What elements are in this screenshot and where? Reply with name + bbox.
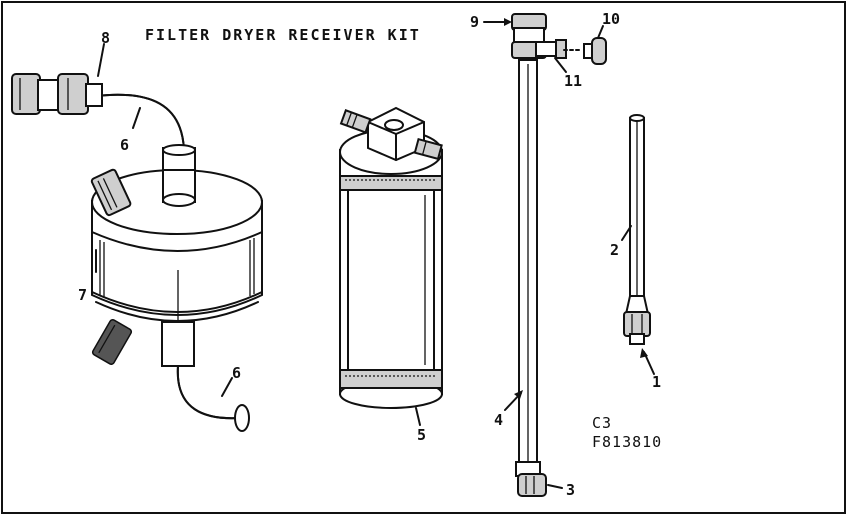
callout-9: 9	[470, 13, 479, 31]
cap-fitting	[563, 37, 607, 65]
callout-8: 8	[101, 29, 110, 47]
callout-7: 7	[78, 286, 87, 304]
callout-5: 5	[417, 426, 426, 444]
diagram-title: FILTER DRYER RECEIVER KIT	[145, 26, 421, 44]
pipe-assembly	[511, 13, 567, 497]
callout-6-lower: 6	[232, 364, 241, 382]
part-ref-code: F813810	[592, 433, 662, 451]
callout-4: 4	[494, 411, 503, 429]
receiver-drier	[339, 106, 443, 409]
callout-11: 11	[564, 72, 582, 90]
callout-2: 2	[610, 241, 619, 259]
section-code: C3	[592, 414, 612, 432]
leader-lines	[95, 18, 655, 489]
callout-6-upper: 6	[120, 136, 129, 154]
callout-3: 3	[566, 481, 575, 499]
callout-1: 1	[652, 373, 661, 391]
callout-10: 10	[602, 10, 620, 28]
filter-dryer-canister	[11, 73, 263, 432]
capillary-tube	[623, 114, 651, 345]
